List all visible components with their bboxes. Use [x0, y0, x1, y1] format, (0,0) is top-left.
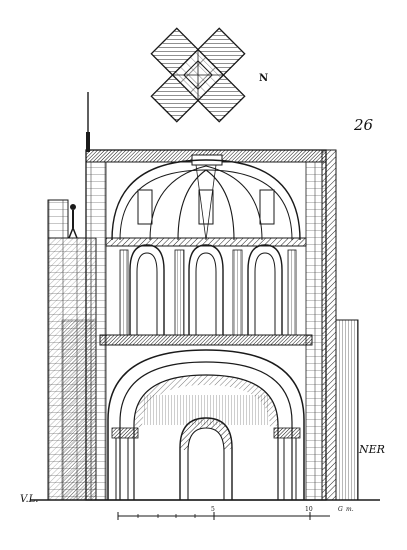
- scale-bar: [117, 512, 330, 520]
- doorway: [179, 417, 233, 500]
- corner-mark: V.L.: [20, 494, 38, 505]
- scale-unit: m.: [346, 506, 354, 513]
- signature: NER: [358, 443, 385, 456]
- scale-tick-10: 10: [305, 506, 313, 513]
- north-label: N: [259, 73, 268, 84]
- floor-plan: [150, 27, 246, 123]
- plate-number: 26: [353, 116, 374, 134]
- scale-tick-5: 5: [211, 506, 215, 513]
- upper-arcade: [119, 244, 297, 336]
- church-elevation: [30, 92, 380, 501]
- scale-engraver: G: [338, 506, 343, 513]
